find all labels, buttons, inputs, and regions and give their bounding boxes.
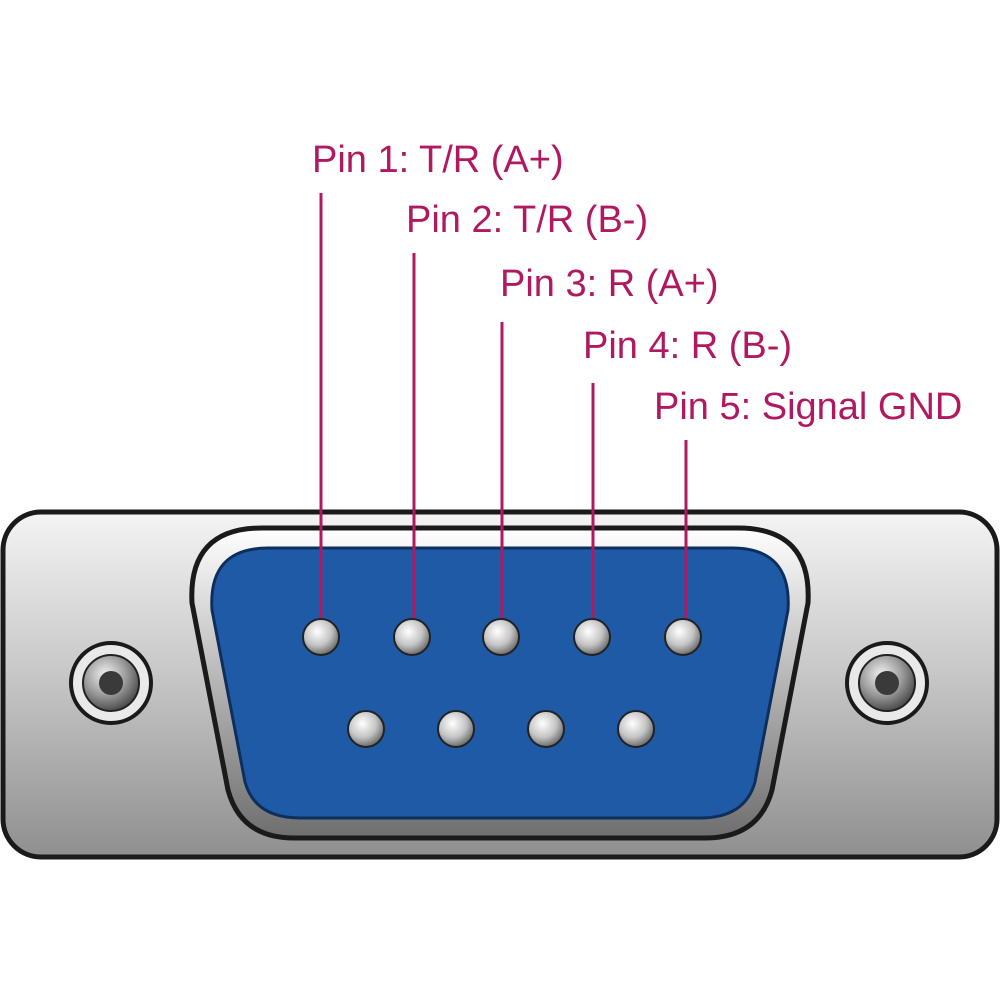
screw-right (845, 641, 929, 725)
pin-4-label: Pin 4: R (B-) (583, 325, 792, 367)
pin-2-label: Pin 2: T/R (B-) (406, 199, 648, 241)
pin-icon (617, 710, 655, 748)
pin-icon (393, 618, 431, 656)
pin-icon (527, 710, 565, 748)
pin-icon (347, 710, 385, 748)
pin-1-label: Pin 1: T/R (A+) (312, 139, 564, 181)
connector-insulator (210, 546, 790, 820)
pin-5-label: Pin 5: Signal GND (654, 386, 962, 428)
pin-row-bottom (347, 710, 655, 748)
pin-icon (482, 618, 520, 656)
screw-left (69, 641, 153, 725)
pin-labels: Pin 1: T/R (A+) Pin 2: T/R (B-) Pin 3: R… (312, 139, 962, 428)
pin-icon (573, 618, 611, 656)
pin-icon (302, 618, 340, 656)
pin-row-top (302, 618, 702, 656)
pin-icon (437, 710, 475, 748)
pin-3-label: Pin 3: R (A+) (500, 263, 719, 305)
leader-lines (319, 193, 688, 620)
pin-icon (664, 618, 702, 656)
